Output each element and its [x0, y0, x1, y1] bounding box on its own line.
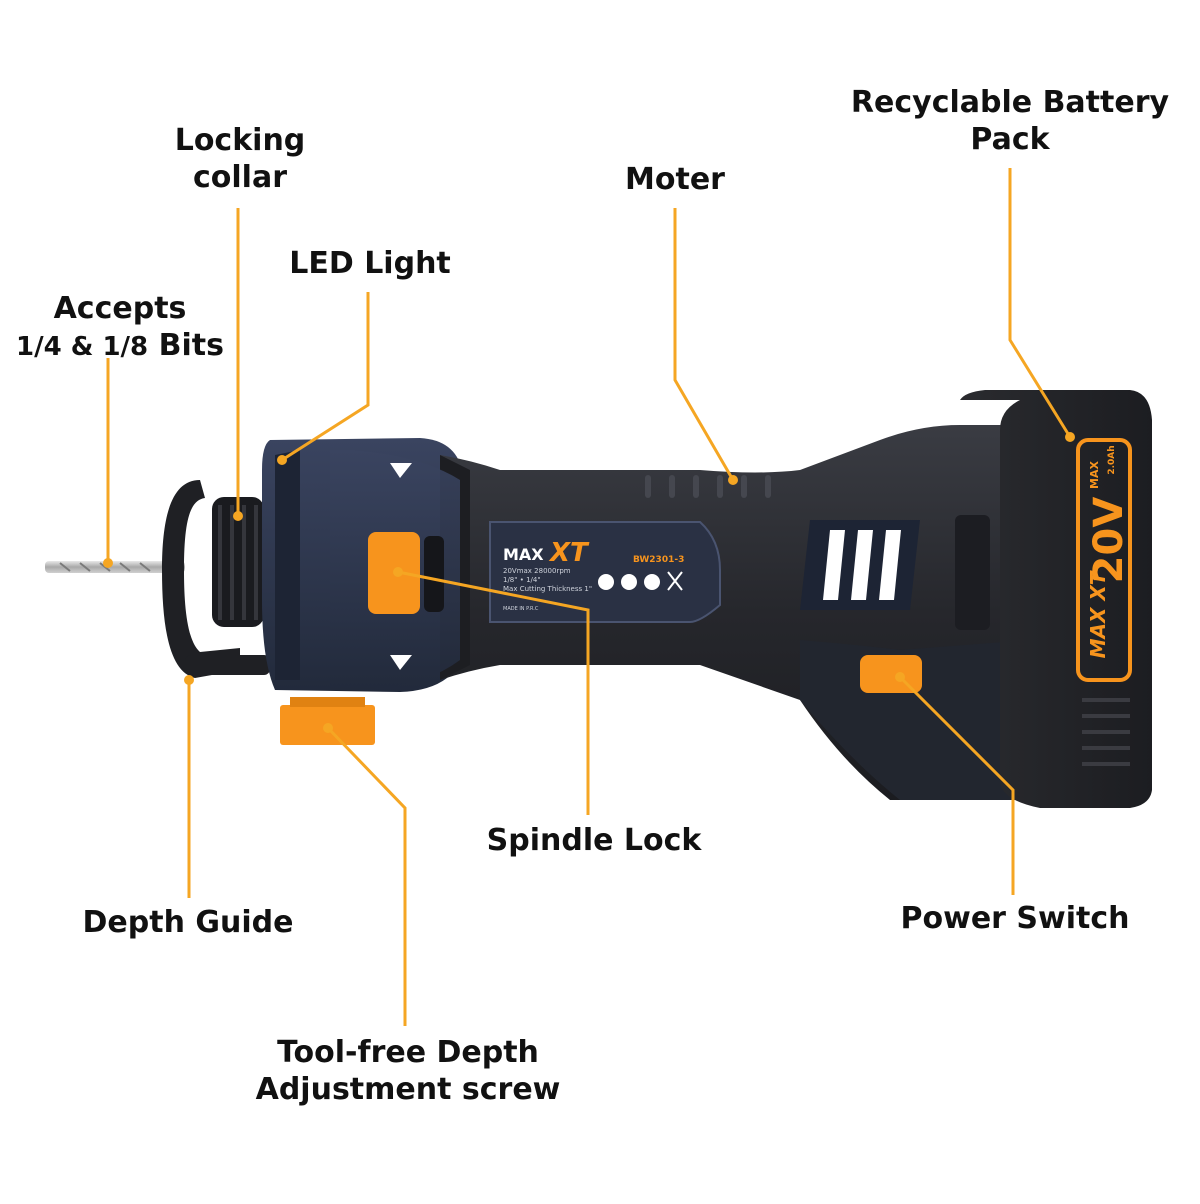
model-number: BW2301-3 — [633, 555, 684, 565]
battery-voltage: 20V — [1086, 497, 1132, 584]
battery-text: 20V MAX 2.0Ah MAX XT — [1086, 445, 1132, 658]
label-spindle-lock: Spindle Lock — [470, 822, 718, 859]
label-moter-text: Moter — [625, 162, 725, 197]
leader-spindle-lock — [397, 570, 590, 815]
depth-adjust-screw — [280, 697, 375, 745]
label-power-switch-text: Power Switch — [900, 901, 1130, 936]
label-depth-guide-text: Depth Guide — [82, 905, 294, 940]
spec-line-2: 1/8" • 1/4" — [503, 576, 541, 584]
locking-collar — [212, 497, 264, 627]
label-battery-line1: Recyclable Battery — [850, 85, 1170, 120]
label-locking-collar-line1: Locking — [174, 123, 306, 158]
battery-capacity: 2.0Ah — [1107, 445, 1117, 474]
spec-line-3: Max Cutting Thickness 1" — [503, 585, 592, 593]
label-led-light-text: LED Light — [289, 246, 451, 281]
label-spindle-lock-text: Spindle Lock — [486, 823, 702, 858]
leader-moter — [673, 208, 735, 481]
label-locking-collar-line2: collar — [193, 160, 287, 195]
motor-ridges — [645, 475, 771, 498]
side-vents — [800, 520, 920, 610]
label-moter: Moter — [600, 161, 750, 198]
label-battery-line2: Pack — [970, 122, 1050, 157]
label-accepts-bits: Accepts 1/4 & 1/8 Bits — [0, 290, 240, 366]
leader-lines — [106, 168, 1072, 1026]
label-accepts-line2: 1/4 & 1/8 — [16, 332, 149, 362]
label-depth-adjust: Tool-free Depth Adjustment screw — [240, 1034, 576, 1108]
label-accepts-line3: Bits — [158, 328, 224, 363]
label-depth-adjust-line2: Adjustment screw — [255, 1072, 561, 1107]
leader-dots — [103, 432, 1075, 733]
leader-power-switch — [898, 675, 1015, 895]
battery-brand: MAX XT — [1086, 570, 1110, 658]
label-depth-adjust-line1: Tool-free Depth — [277, 1035, 539, 1070]
battery-pack — [960, 390, 1152, 808]
leader-depth-adjust — [326, 726, 407, 1026]
head-vents — [390, 463, 412, 670]
spec-line-1: 20Vmax 28000rpm — [503, 567, 571, 575]
leader-led-light — [281, 292, 370, 462]
power-switch-button — [860, 655, 922, 693]
leader-battery — [1008, 168, 1072, 438]
label-plate — [489, 521, 721, 623]
handle — [800, 640, 1030, 800]
depth-guide-ring — [162, 480, 270, 678]
brand-xt: XT — [548, 538, 590, 568]
battery-max: MAX — [1088, 461, 1101, 489]
label-locking-collar: Locking collar — [160, 122, 320, 196]
label-depth-guide: Depth Guide — [70, 904, 306, 941]
label-battery-pack: Recyclable Battery Pack — [840, 84, 1180, 158]
made-in: MADE IN P.R.C — [503, 606, 539, 612]
label-power-switch: Power Switch — [885, 900, 1145, 937]
label-accepts-line1: Accepts — [53, 291, 187, 326]
brand-max: MAX — [503, 545, 544, 564]
label-plate-text: MAX XT BW2301-3 20Vmax 28000rpm 1/8" • 1… — [503, 538, 684, 612]
label-led-light: LED Light — [270, 245, 470, 282]
